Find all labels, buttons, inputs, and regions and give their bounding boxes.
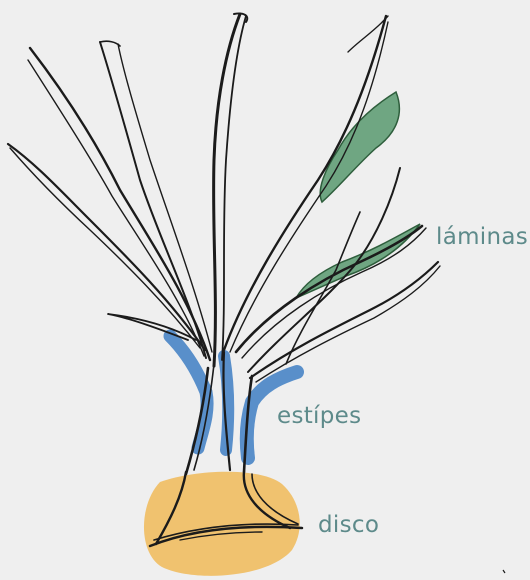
label-laminas: láminas bbox=[436, 224, 528, 250]
kelp-linework bbox=[8, 13, 440, 546]
label-estipes: estípes bbox=[277, 403, 361, 429]
stray-mark bbox=[503, 570, 505, 573]
label-disco: disco bbox=[318, 512, 379, 538]
stipe-highlights bbox=[170, 336, 297, 458]
